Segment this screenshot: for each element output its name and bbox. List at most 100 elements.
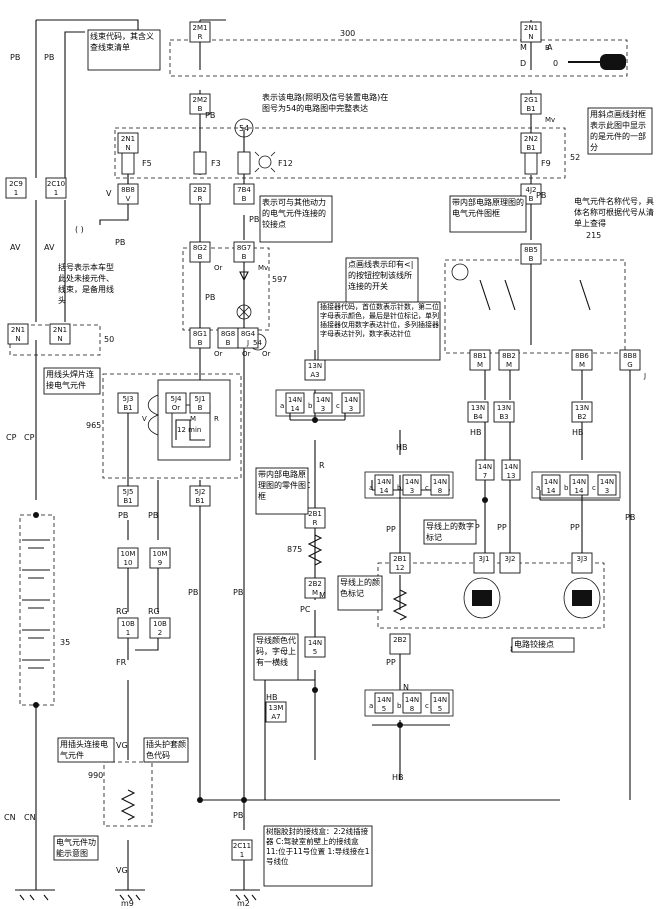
connector-code: 10M [121, 550, 136, 558]
connector-pin: B [242, 195, 247, 203]
fuse-f9 [524, 151, 538, 175]
splice-pin: 14N [572, 478, 586, 486]
module-875-label: 875 [287, 545, 302, 554]
wire-label-paren: ( ) [75, 225, 84, 234]
wire-label-pb-4: PB [205, 293, 215, 302]
splice-pin: 14N [433, 478, 447, 486]
connector-pin: B1 [195, 497, 204, 505]
splice-pin-number: 3 [410, 487, 414, 495]
module-990-label: 990 [88, 771, 103, 780]
connector-3j3: 3J3 [571, 552, 593, 574]
connector-pin: 1 [240, 851, 244, 859]
switch-pos-zero: 0 [553, 59, 558, 68]
connector-pin: A7 [271, 713, 280, 721]
wire-label-cn-1: CN [4, 813, 16, 822]
connector-pin: B [529, 195, 534, 203]
connector-wire: Mv [545, 116, 555, 124]
wire-label-r: R [319, 461, 325, 470]
connector-code: 2C11 [233, 842, 251, 850]
note-wire-color-code: 导线颜色代码，字母上有一横线 [256, 636, 296, 667]
connector-pin: B1 [123, 497, 132, 505]
connector-code: 13N [308, 362, 322, 370]
connector-code: 13N [471, 404, 485, 412]
wire-label-pb-9: PB [148, 511, 158, 520]
wire-label-rg-2: RG [148, 607, 160, 616]
splice-letter: c [425, 484, 429, 492]
connector-pin: B [529, 255, 534, 263]
connector-pin: R [198, 33, 203, 41]
connector-pin: B [198, 404, 203, 412]
note-plug-connect: 用插头连接电气元件 [60, 740, 108, 760]
splice-pin: 14N [377, 478, 391, 486]
note-harness-code: 线束代码，其含义查线束清单 [90, 32, 154, 52]
lamp-icon [258, 155, 272, 169]
wire-label-pb-6: PB [536, 191, 546, 200]
connector-code: 7B4 [237, 186, 251, 194]
splice-pin: 14N [316, 396, 330, 404]
connector-wire: V [142, 415, 147, 423]
connector-pin: V [126, 195, 131, 203]
ground-m2-label: m2 [237, 899, 250, 908]
connector-pin: N [125, 144, 130, 152]
splice-pin-number: 3 [605, 487, 609, 495]
connector-code: 8B1 [473, 352, 487, 360]
connector-pin: B [242, 253, 247, 261]
svg-text:13: 13 [507, 472, 516, 480]
wire-label-pb-1: PB [10, 53, 20, 62]
connector-pin: A3 [310, 371, 319, 379]
relay-time-label: 12 min [177, 426, 201, 434]
fuse-f12-label: F12 [278, 159, 293, 168]
connector-pin: B3 [499, 413, 508, 421]
note-full-part: 带内部电路原理图的电气元件图框 [452, 198, 524, 218]
connector-code: 2N1 [121, 135, 135, 143]
circuit-54-text: 54 [239, 124, 249, 133]
connector-code: 5J3 [123, 395, 134, 403]
connector-code: 5J1 [195, 395, 206, 403]
switch-pos-d: D [520, 59, 526, 68]
wire-label-pb-5: PB [249, 215, 259, 224]
wire-label-n: N [403, 683, 409, 692]
wire-label-pb-7: PB [205, 111, 215, 120]
splice-pin: 14N [544, 478, 558, 486]
wire-label-av-2: AV [44, 243, 55, 252]
connector-pin: G [627, 361, 632, 369]
connector-pin: N [57, 335, 62, 343]
connector-3j2: 3J2 [499, 552, 521, 574]
connector-wire: Mv [258, 264, 268, 272]
resistor-876 [392, 589, 408, 621]
module-965-label: 965 [86, 421, 101, 430]
note-wire-digit: 导线上的数字标记 [426, 522, 474, 542]
connector-code: 3J2 [505, 555, 516, 563]
connector-wire: B [545, 44, 550, 52]
note-internal-link: 表示可与其他动力的电气元件连接的铰接点 [262, 198, 326, 229]
splice-pin-number: 3 [349, 405, 353, 413]
connector-code: 2C10 [47, 180, 65, 188]
wire-label-pb-10: PB [188, 588, 198, 597]
fuse-f5 [121, 151, 135, 175]
note-wire-color: 导线上的颜色标记 [340, 578, 380, 598]
connector-code: 3J1 [479, 555, 490, 563]
connector-code: 8G8 [221, 330, 235, 338]
splice-pin: 14N [288, 396, 302, 404]
wire-label-pp-1: PP [386, 525, 396, 534]
